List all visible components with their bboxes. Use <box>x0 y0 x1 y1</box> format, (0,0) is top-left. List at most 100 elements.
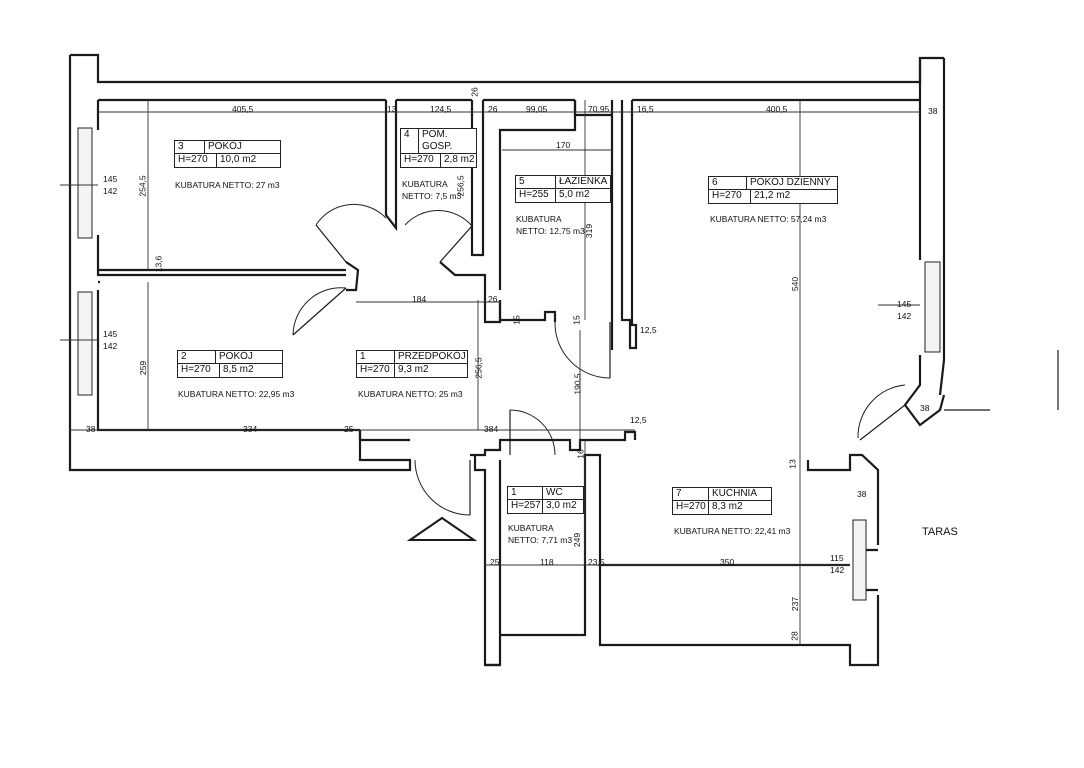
room-number: 3 <box>175 141 205 154</box>
dim-label: 16,5 <box>637 104 654 114</box>
dim-label: 145 <box>103 174 118 184</box>
wall-bay <box>903 355 946 427</box>
room-name: POM. GOSP. <box>419 129 476 154</box>
room-tag-3: 3 POKÓJ H=270 10,0 m2 <box>174 140 281 168</box>
dim-label: 26 <box>488 294 498 304</box>
dim-label: 38 <box>857 489 867 499</box>
room-number: 2 <box>178 351 216 364</box>
room-area: 2,8 m2 <box>444 154 475 165</box>
dim-label: 26 <box>469 87 480 97</box>
room-tag-1-hall: 1 PRZEDPOKÓJ H=270 9,3 m2 <box>356 350 468 378</box>
dim-label: 13 <box>787 459 798 469</box>
door-leaf-room3 <box>315 224 347 263</box>
dim-label: 145 <box>897 299 912 309</box>
dim-line-laz <box>502 100 612 320</box>
room-number: 7 <box>673 488 709 501</box>
door-arc-wc <box>509 409 556 456</box>
door-arc-room2 <box>292 287 347 336</box>
dim-label: 249 <box>572 532 583 548</box>
dim-label: 259 <box>138 360 149 376</box>
room-tag-4: 4 POM. GOSP. H=270 2,8 m2 <box>400 128 477 168</box>
dim-label: 256,5 <box>473 357 484 379</box>
room-name: POKÓJ <box>216 351 282 364</box>
dim-line-hall <box>356 300 500 430</box>
dim-label: 184 <box>412 294 427 304</box>
room-tag-1-wc: 1 WC H=257 3,0 m2 <box>507 486 584 514</box>
room-height: H=257 <box>508 500 543 513</box>
exterior-wall-right <box>918 58 946 396</box>
dim-label: 384 <box>484 424 499 434</box>
dim-label: 115 <box>830 553 844 563</box>
dim-label: 99,05 <box>526 104 548 114</box>
dim-line-bottom <box>70 429 850 566</box>
dim-label: 16 <box>575 449 586 459</box>
dim-label: 23,5 <box>588 557 605 567</box>
room-area: 21,2 m2 <box>754 190 791 201</box>
dim-label: 38 <box>86 424 96 434</box>
dim-label: 540 <box>790 276 801 292</box>
room-area: 10,0 m2 <box>220 154 257 165</box>
room-volume: KUBATURA NETTO: 7,5 m3 <box>402 179 462 201</box>
room-height: H=270 <box>709 190 751 203</box>
dim-label: 142 <box>897 311 912 321</box>
terrace-label: TARAS <box>922 526 958 538</box>
window-living <box>924 261 941 353</box>
dim-label: 38 <box>920 403 930 413</box>
dim-label: 25 <box>490 557 500 567</box>
dim-line-kitchen <box>579 330 801 645</box>
door-arc-gosp <box>404 210 473 227</box>
dim-label: 124,5 <box>430 104 452 114</box>
dim-label: 170 <box>556 140 571 150</box>
dim-label: 190,5 <box>572 373 583 395</box>
dim-label: 142 <box>103 341 118 351</box>
room-height: H=270 <box>357 364 395 377</box>
wall-gosp-right <box>470 100 485 257</box>
dim-label: 145 <box>103 329 118 339</box>
exterior-wall-top <box>70 53 944 84</box>
room-volume: KUBATURA NETTO: 27 m3 <box>175 180 280 190</box>
room-area: 5,0 m2 <box>559 189 590 200</box>
room-tag-7: 7 KUCHNIA H=270 8,3 m2 <box>672 487 772 515</box>
room-name: POKÓJ <box>205 141 280 154</box>
room-height: H=270 <box>673 501 709 514</box>
room-name: WC <box>543 487 583 500</box>
wall-room3-room2 <box>98 268 346 284</box>
room-tag-6: 6 POKÓJ DZIENNY H=270 21,2 m2 <box>708 176 838 204</box>
dim-label: 256,5 <box>455 175 466 197</box>
room-number: 1 <box>508 487 543 500</box>
dim-label: 142 <box>103 186 118 196</box>
window-left-upper <box>77 127 93 239</box>
door-arc-terrace <box>857 384 906 439</box>
room-tag-2: 2 POKÓJ H=270 8,5 m2 <box>177 350 283 378</box>
room-area: 8,5 m2 <box>223 364 254 375</box>
dim-label: 334 <box>243 424 258 434</box>
dim-label: 254,5 <box>137 175 148 197</box>
dim-label: 38 <box>928 106 938 116</box>
door-leaf-room2 <box>292 287 347 336</box>
dim-label: 15 <box>571 315 582 325</box>
room-name: ŁAZIENKA <box>556 176 610 189</box>
dim-label: 12,5 <box>630 415 647 425</box>
door-arc-lazienka <box>554 321 611 379</box>
room-area: 8,3 m2 <box>712 501 743 512</box>
dim-label: 350 <box>720 557 735 567</box>
dim-label: 12,5 <box>640 325 657 335</box>
entrance-triangle <box>406 516 478 541</box>
dim-label: 319 <box>584 223 595 239</box>
room-volume: KUBATURA NETTO: 57,24 m3 <box>710 214 827 224</box>
room-number: 5 <box>516 176 556 189</box>
room-number: 6 <box>709 177 747 190</box>
wall-gosp <box>384 100 398 232</box>
wall-hall-left <box>345 261 360 292</box>
room-height: H=270 <box>401 154 441 167</box>
window-left-lower <box>77 291 93 396</box>
door-leaf-gosp <box>439 225 473 263</box>
room-number: 4 <box>401 129 419 154</box>
exterior-wall-left <box>68 55 412 472</box>
dim-line-windows <box>60 184 920 566</box>
wall-bottom <box>485 565 880 667</box>
dim-label: 70,95 <box>588 104 610 114</box>
dim-label: 237 <box>790 596 801 612</box>
dim-label: 400,5 <box>766 104 788 114</box>
